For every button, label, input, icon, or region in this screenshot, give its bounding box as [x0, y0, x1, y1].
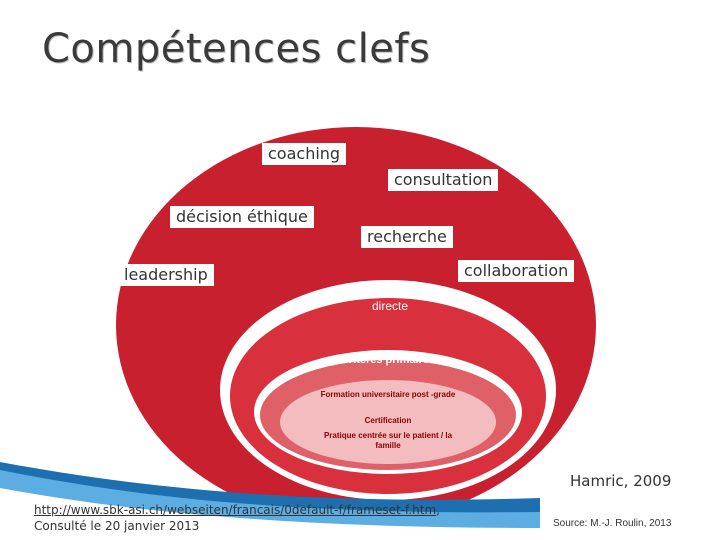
page-title: Compétences clefs: [42, 26, 431, 72]
reference-comma: ,: [436, 503, 440, 517]
reference-link[interactable]: http://www.sbk-asi.ch/webseiten/francais…: [34, 503, 437, 517]
decorative-swoosh-white: [0, 488, 540, 540]
criteria-item-certification: Certification: [364, 416, 412, 425]
source-note: Source: M.-J. Roulin, 2013: [553, 518, 672, 529]
skill-label-leadership: leadership: [118, 264, 214, 286]
skill-label-collaboration: collaboration: [458, 260, 575, 282]
skill-label-consultation: consultation: [388, 169, 499, 191]
criteria-item-formation: Formation universitaire post -grade: [320, 390, 456, 399]
skill-label-decision-ethique: décision éthique: [170, 206, 314, 228]
attribution: Hamric, 2009: [570, 472, 672, 490]
criteria-item-pratique: Pratique centrée sur le patient / la fam…: [323, 431, 453, 450]
primary-criteria-title: Critères primaires: [340, 354, 436, 366]
core-practice-label: Pratique clinique directe: [345, 284, 435, 313]
reference-block: http://www.sbk-asi.ch/webseiten/francais…: [34, 502, 534, 534]
inner-core: [280, 380, 496, 464]
reference-consulted: Consulté le 20 janvier 2013: [34, 519, 200, 533]
skill-label-recherche: recherche: [361, 226, 453, 248]
skill-label-coaching: coaching: [262, 143, 347, 165]
